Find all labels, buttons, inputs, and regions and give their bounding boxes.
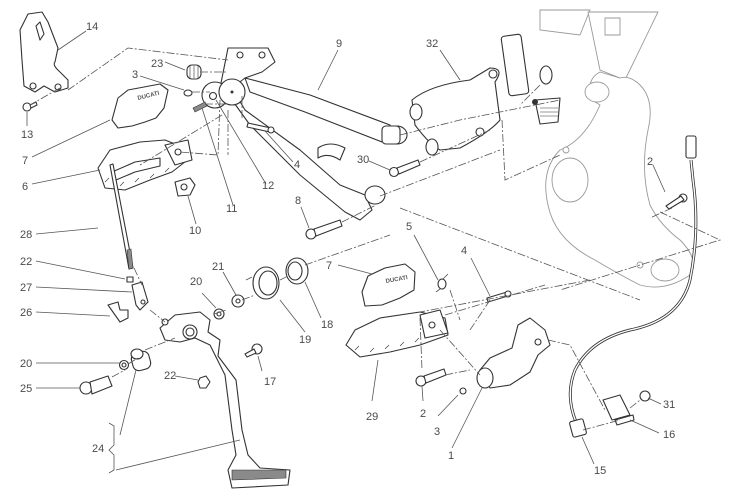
washer-21 <box>231 294 245 308</box>
callout-13: 13 <box>21 129 33 141</box>
callout-28: 28 <box>20 229 32 241</box>
callout-8: 8 <box>295 195 301 207</box>
detent-ball-12 <box>208 91 218 101</box>
callout-18: 18 <box>321 319 333 331</box>
footrest-bracket-1 <box>476 317 551 389</box>
washer-20-lower <box>118 359 130 371</box>
callout-20-upper: 20 <box>190 276 202 288</box>
callout-19: 19 <box>299 334 311 346</box>
brake-lever-9 <box>201 47 408 221</box>
callout-23: 23 <box>151 58 163 70</box>
callout-2-upper: 2 <box>647 156 653 168</box>
callout-20-lower: 20 <box>20 358 32 370</box>
screw-2-upper <box>665 193 688 210</box>
footrest-bracket-32 <box>409 67 501 156</box>
callout-4-upper: 4 <box>294 159 300 171</box>
bolt-25 <box>79 375 113 395</box>
callout-21: 21 <box>212 261 224 273</box>
callout-32: 32 <box>426 38 438 50</box>
callout-26: 26 <box>20 307 32 319</box>
callout-labels: 14 13 23 3 9 32 7 6 4 12 11 10 30 8 2 28… <box>20 21 675 477</box>
rubber-pad-7-upper: DUCATI <box>111 83 169 129</box>
washer-20-upper <box>213 308 225 320</box>
pin-4-lower <box>486 290 512 303</box>
callout-11: 11 <box>226 203 237 215</box>
callout-9: 9 <box>336 38 342 50</box>
callout-10: 10 <box>189 225 201 237</box>
callout-17: 17 <box>264 376 276 388</box>
callout-1: 1 <box>448 450 454 462</box>
callout-7-lower: 7 <box>326 260 332 272</box>
rubber-pad-7-lower: DUCATI <box>361 263 416 307</box>
callout-2-lower: 2 <box>420 408 426 420</box>
washer-3-lower <box>459 387 467 395</box>
leader-lines <box>26 30 666 474</box>
screw-8 <box>305 219 343 240</box>
callout-27: 27 <box>20 282 32 294</box>
nut-22 <box>197 375 211 389</box>
callout-12: 12 <box>262 180 274 192</box>
pin-22 <box>126 276 134 283</box>
spring-19 <box>245 266 280 300</box>
assembly-lines <box>29 47 722 431</box>
footpeg-29 <box>345 309 449 358</box>
callout-25: 25 <box>20 383 32 395</box>
callout-29: 29 <box>366 411 378 423</box>
callout-4-lower: 4 <box>461 245 467 257</box>
frame-part <box>539 9 694 288</box>
bracket-26 <box>107 301 129 323</box>
spring-11 <box>192 101 208 113</box>
pad-logo: DUCATI <box>137 91 160 102</box>
screw-30 <box>388 159 421 178</box>
side-stand-24 <box>159 311 291 489</box>
callout-7-upper: 7 <box>22 155 28 167</box>
callout-22-lower: 22 <box>164 370 176 382</box>
master-cylinder <box>500 33 561 125</box>
spring-anchor-27 <box>131 281 149 311</box>
sidestand-sensor <box>568 135 698 438</box>
screw-2-lower <box>415 368 447 387</box>
callout-24: 24 <box>92 443 104 455</box>
callout-14: 14 <box>86 21 98 33</box>
clip-3 <box>183 89 193 97</box>
bush-18 <box>285 257 309 285</box>
callout-6: 6 <box>22 181 28 193</box>
screw-13 <box>22 101 38 112</box>
callout-30: 30 <box>357 154 369 166</box>
pin-4-upper <box>246 122 275 134</box>
heel-guard-14 <box>19 11 69 93</box>
callout-16: 16 <box>663 429 675 441</box>
rod-28 <box>109 163 134 270</box>
spring-5 <box>435 273 449 293</box>
callout-15: 15 <box>594 465 606 477</box>
rubber-bushing-23 <box>186 64 202 80</box>
pin-17 <box>244 343 263 358</box>
callout-22-upper: 22 <box>20 256 32 268</box>
callout-31: 31 <box>663 399 675 411</box>
cam-10 <box>174 177 196 197</box>
callout-5: 5 <box>406 221 412 233</box>
pad-logo-lower: DUCATI <box>385 275 408 285</box>
callout-3-lower: 3 <box>434 426 440 438</box>
callout-3-upper: 3 <box>132 69 138 81</box>
